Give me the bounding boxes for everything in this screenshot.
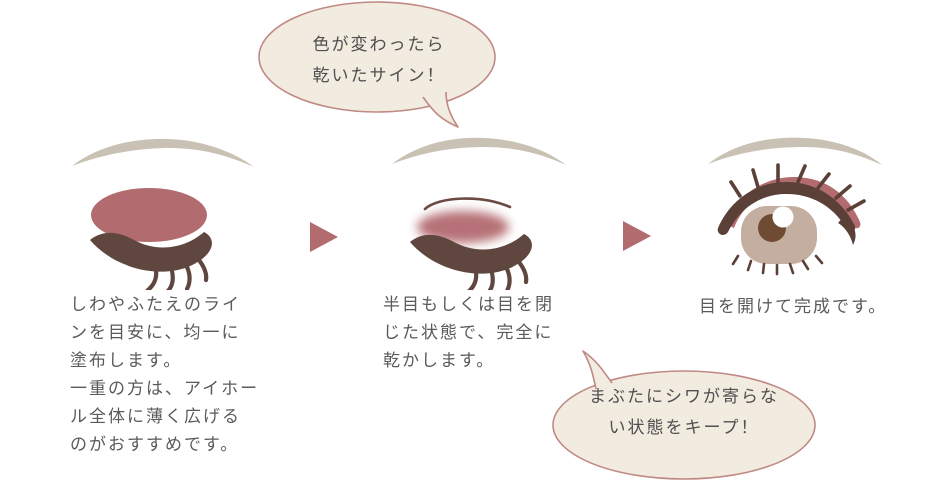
speech-bubble-top-tail xyxy=(422,91,459,128)
lash-wing-icon xyxy=(838,216,856,245)
closed-lash-line-icon xyxy=(410,234,532,274)
speech-bubble-top-body xyxy=(258,1,496,113)
speech-bubble-top-text: 色が変わったら 乾いたサイン！ xyxy=(312,35,446,85)
eyebrow-icon xyxy=(392,137,566,165)
speech-bubble-top xyxy=(258,1,496,128)
next-step-arrow-icon xyxy=(310,222,338,252)
next-step-arrow-icon xyxy=(623,221,651,251)
closed-lash-line-icon xyxy=(90,232,212,272)
applied-product-patch xyxy=(91,188,207,242)
step2-caption: 半目もしくは目を閉 じた状態で、完全に 乾かします。 xyxy=(383,295,554,370)
eyebrow-icon xyxy=(72,138,254,167)
upper-lashes-icon xyxy=(729,163,866,212)
speech-bubble-bottom-text: まぶたにシワが寄らな い状態をキープ！ xyxy=(589,387,779,437)
crease-line-icon xyxy=(423,197,512,211)
speech-bubble-bottom xyxy=(552,350,816,480)
speech-bubble-bottom-body xyxy=(552,370,816,480)
closed-lash-line-group xyxy=(410,234,532,290)
eye-illustration-step2 xyxy=(392,137,566,290)
lower-lashes-icon xyxy=(145,257,209,290)
step3-caption: 目を開けて完成です。 xyxy=(699,297,888,316)
eye-illustration-step3 xyxy=(708,137,882,276)
step1-caption: しわやふたえのライ ンを目安に、均一に 塗布します。 一重の方は、アイホー ル全… xyxy=(70,295,260,454)
upper-lash-line-icon xyxy=(717,182,856,235)
lower-lashes-icon xyxy=(731,254,824,276)
speech-bubble-bottom-tail xyxy=(582,350,613,390)
eye-highlight-icon xyxy=(772,206,794,228)
eyebrow-icon xyxy=(708,137,882,165)
lower-lashes-icon xyxy=(467,259,529,290)
drying-product-patch xyxy=(417,211,509,243)
eye-illustration-step1 xyxy=(72,138,254,290)
